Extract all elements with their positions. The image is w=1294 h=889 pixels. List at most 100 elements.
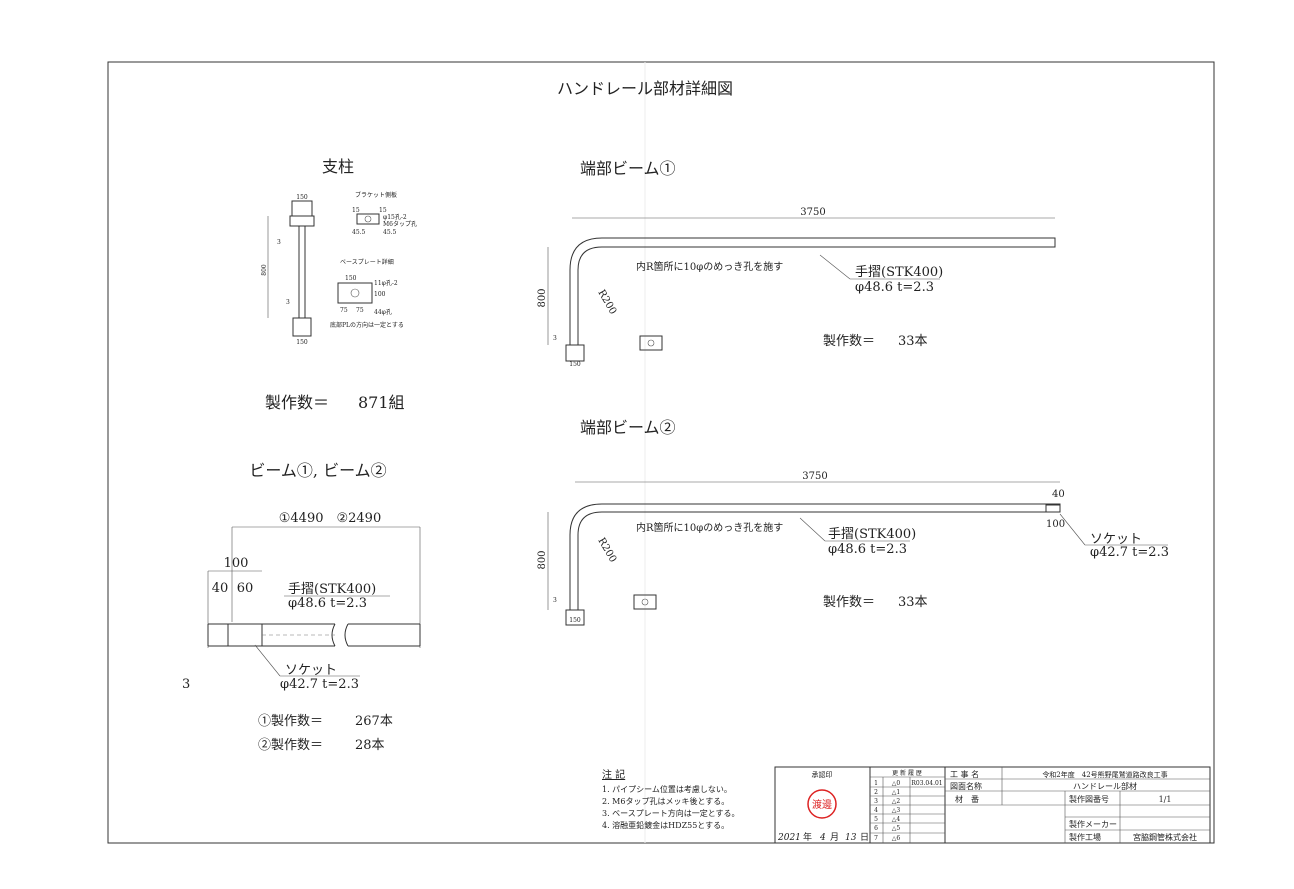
revision-mark: △2: [892, 798, 901, 805]
factory-label: 製作工場: [1069, 832, 1101, 842]
date-day-suffix: 日: [860, 832, 869, 843]
date-year: 2021: [777, 833, 801, 843]
end-beam-1-base: [565, 344, 585, 362]
beam-socket-name: ソケット: [285, 663, 337, 678]
revision-mark: △5: [892, 825, 901, 832]
revision-no: 2: [874, 789, 878, 796]
end-beam-2-heading: 端部ビーム②: [580, 418, 676, 437]
project-value: 令和2年度 42号熊野尾鷲道路改良工事: [1042, 770, 1167, 779]
end-beam-2-rail: [569, 503, 1061, 610]
post-top-block: [291, 200, 313, 217]
date-day: 13: [845, 833, 857, 843]
base-hole: 11φ孔-2: [374, 279, 398, 287]
base-note: 底部PLの方向は一定とする: [330, 321, 404, 329]
beam-dim-60: 60: [237, 581, 254, 596]
factory-value: 宮脇鋼管株式会社: [1133, 832, 1197, 842]
post-top-width: 150: [296, 194, 308, 201]
beam-dim-40: 40: [212, 581, 229, 596]
drawing-name-label: 図面名称: [950, 781, 982, 791]
revision-mark: △4: [892, 816, 901, 823]
date-month: 4: [819, 833, 826, 843]
end-beam-2-section: 端部ビーム② 3750 150 800 R200 内R箇所に10φのめっき孔を施…: [537, 418, 1169, 626]
post-weld-bottom: 3: [286, 299, 290, 306]
post-bracket: [289, 215, 315, 227]
end-beam-2-socket: [1045, 504, 1061, 513]
revision-no: 1: [874, 780, 878, 787]
end-beam-1-height: 800: [537, 288, 548, 307]
end-beam-2-radius: R200: [595, 536, 618, 565]
base-dim: 100: [374, 291, 386, 298]
end-beam-2-socket-spec: φ42.7 t=2.3: [1090, 545, 1169, 560]
end-beam-1-rail-spec: φ48.6 t=2.3: [855, 280, 934, 295]
end-beam-2-base: [565, 609, 585, 626]
bracket-dim: 45.5: [352, 229, 366, 236]
material-no-label: 材 番: [955, 794, 979, 804]
revision-no: 3: [874, 798, 878, 805]
end-beam-2-weld: 3: [553, 597, 557, 604]
revision-mark: △3: [892, 807, 901, 814]
drawing-title: ハンドレール部材詳細図: [557, 79, 733, 98]
end-beam-2-count-value: 33本: [898, 595, 928, 610]
end-beam-1-plate-detail: [639, 335, 663, 351]
beam-dim-100: 100: [224, 556, 249, 571]
drawing-no-value: 1/1: [1159, 795, 1172, 804]
revision-mark: △1: [892, 789, 900, 796]
end-beam-2-socket-name: ソケット: [1090, 532, 1142, 547]
revision-mark: △6: [892, 835, 901, 842]
revision-no: 7: [874, 835, 878, 842]
end-beam-2-plate-detail: [633, 594, 657, 610]
revision-no: 4: [874, 807, 878, 814]
end-beam-1-count-label: 製作数＝: [823, 334, 875, 349]
end-beam-1-heading: 端部ビーム①: [580, 159, 676, 178]
base-dim: 75: [340, 307, 348, 314]
revision-date: R03.04.01: [911, 780, 942, 787]
beam-rail-spec: φ48.6 t=2.3: [288, 596, 367, 611]
end-beam-1-rail-name: 手摺(STK400): [855, 265, 943, 280]
post-base-width: 150: [296, 339, 308, 346]
beam-count1-label: ①製作数＝: [258, 714, 323, 729]
end-beam-2-count-label: 製作数＝: [823, 595, 875, 610]
post-count-label: 製作数＝: [265, 393, 329, 412]
revision-mark: △0: [892, 780, 901, 787]
beam-section: ビーム①, ビーム② ①4490 ②2490 100 40 60 手摺(STK4…: [182, 461, 421, 753]
date-year-suffix: 年: [803, 831, 812, 843]
note-item: 4. 溶融亜鉛鍍金はHDZ55とする。: [602, 820, 729, 830]
end-beam-1-section: 端部ビーム① 3750 150 800 R200 内R箇所に10φのめっき孔を施…: [537, 159, 1056, 368]
end-beam-2-height: 800: [537, 550, 548, 569]
end-beam-2-hole-note: 内R箇所に10φのめっき孔を施す: [636, 521, 783, 534]
bracket-dim: 15: [379, 207, 387, 214]
post-count-value: 871組: [358, 393, 405, 412]
beam-count2-label: ②製作数＝: [258, 738, 323, 753]
end-beam-1-weld: 3: [553, 335, 557, 342]
end-beam-2-rail-spec: φ48.6 t=2.3: [828, 542, 907, 557]
base-hole2: 44φ孔: [374, 308, 392, 316]
end-beam-2-socket-dim-100: 100: [1046, 519, 1065, 530]
approval-date: 2021 年 4 月 13 日: [777, 831, 869, 843]
beam-socket-spec: φ42.7 t=2.3: [280, 677, 359, 692]
revision-header: 更 新 履 歴: [892, 769, 922, 777]
beam-count2-value: 28本: [355, 738, 385, 753]
post-height: 800: [261, 264, 268, 276]
beam-socket: [227, 623, 263, 647]
notes-heading: 注 記: [602, 768, 625, 781]
beam-length: ①4490 ②2490: [279, 511, 381, 526]
end-beam-1-length: 3750: [800, 207, 825, 218]
end-beam-2-length: 3750: [802, 471, 827, 482]
revision-no: 5: [874, 816, 878, 823]
note-item: 2. M6タップ孔はメッキ後とする。: [602, 796, 729, 806]
date-month-suffix: 月: [830, 832, 839, 843]
end-beam-1-hole-note: 内R箇所に10φのめっき孔を施す: [636, 260, 783, 273]
beam-weld: 3: [182, 677, 190, 692]
base-dim: 75: [356, 307, 364, 314]
title-block: 承認印 渡邊 2021 年 4 月 13 日 更 新 履 歴 1 △0 R03.…: [774, 766, 1211, 844]
post-base-plate: [292, 317, 312, 337]
approval-label: 承認印: [812, 770, 833, 779]
bracket-dim: 15: [352, 207, 360, 214]
maker-label: 製作メーカー: [1069, 819, 1117, 829]
base-plate-title: ベースプレート詳細: [340, 258, 394, 266]
end-beam-1-count-value: 33本: [898, 334, 928, 349]
beam-count1-value: 267本: [355, 714, 393, 729]
revision-no: 6: [874, 825, 878, 832]
sheet-border: [107, 61, 1215, 844]
